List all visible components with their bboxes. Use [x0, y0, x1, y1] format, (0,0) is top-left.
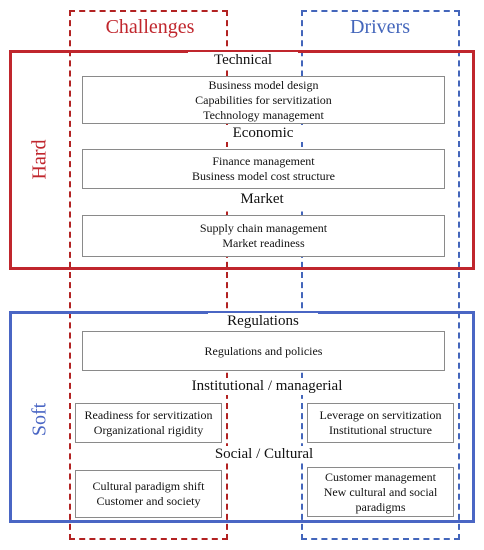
market-heading: Market	[207, 191, 317, 208]
regulations-item: Regulations and policies	[204, 343, 323, 358]
institutional-challenge-item: Organizational rigidity	[93, 423, 204, 437]
soft-label: Soft	[28, 402, 51, 437]
institutional-challenges-box: Readiness for servitization Organization…	[75, 403, 222, 443]
social-drivers-box: Customer management New cultural and soc…	[307, 467, 454, 517]
hard-label: Hard	[28, 139, 51, 180]
technical-item: Capabilities for servitization	[195, 92, 332, 107]
institutional-heading: Institutional / managerial	[177, 378, 357, 395]
market-item: Market readiness	[222, 236, 305, 250]
economic-item: Business model cost structure	[192, 169, 335, 183]
regulations-box: Regulations and policies	[82, 331, 445, 371]
market-box: Supply chain management Market readiness	[82, 215, 445, 257]
social-driver-item: New cultural and social	[323, 484, 438, 499]
social-challenge-item: Cultural paradigm shift	[92, 479, 205, 493]
social-driver-item: Customer management	[325, 469, 436, 484]
institutional-challenge-item: Readiness for servitization	[84, 408, 213, 422]
social-challenges-box: Cultural paradigm shift Customer and soc…	[75, 470, 222, 518]
technical-item: Business model design	[208, 77, 319, 92]
economic-heading: Economic	[208, 125, 318, 142]
social-driver-item: paradigms	[355, 499, 406, 514]
soft-category-frame	[9, 311, 475, 523]
market-item: Supply chain management	[199, 221, 328, 235]
economic-item: Finance management	[212, 154, 315, 168]
institutional-driver-item: Institutional structure	[329, 423, 432, 437]
institutional-driver-item: Leverage on servitization	[319, 408, 442, 422]
economic-box: Finance management Business model cost s…	[82, 149, 445, 189]
technical-item: Technology management	[203, 107, 324, 122]
institutional-drivers-box: Leverage on servitization Institutional …	[307, 403, 454, 443]
technical-heading: Technical	[188, 52, 298, 69]
drivers-heading: Drivers	[350, 16, 410, 38]
drivers-column-frame	[301, 10, 460, 540]
hard-category-frame	[9, 50, 475, 270]
regulations-heading: Regulations	[208, 313, 318, 330]
challenges-heading: Challenges	[105, 16, 195, 38]
challenges-column-frame	[69, 10, 228, 540]
technical-box: Business model design Capabilities for s…	[82, 76, 445, 124]
social-heading: Social / Cultural	[199, 446, 329, 463]
social-challenge-item: Customer and society	[96, 494, 201, 508]
